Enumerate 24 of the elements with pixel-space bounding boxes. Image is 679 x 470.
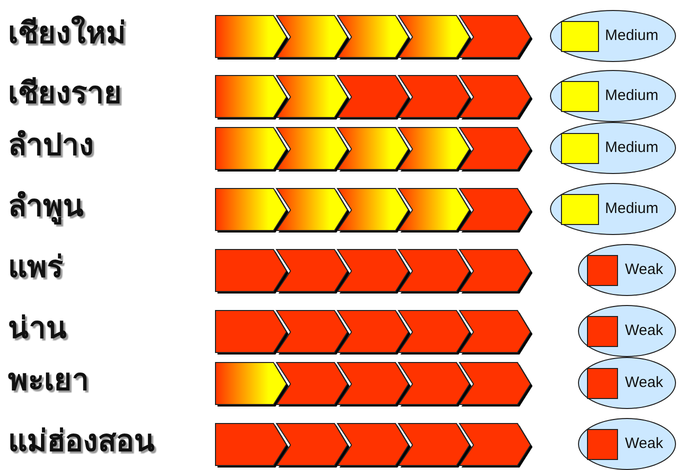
status-label: Weak (625, 261, 664, 279)
color-swatch (587, 429, 618, 460)
province-name: เชียงใหม่ (8, 16, 126, 52)
status-label: Weak (625, 435, 664, 453)
color-swatch (587, 368, 618, 399)
status-label: Weak (625, 374, 664, 392)
province-name: แพร่ (8, 250, 63, 286)
status-label: Medium (605, 139, 658, 157)
color-swatch (587, 316, 618, 347)
province-name: ลำปาง (8, 128, 94, 164)
status-label: Medium (605, 27, 658, 45)
color-swatch (561, 81, 599, 112)
color-swatch (561, 194, 599, 225)
status-label: Medium (605, 200, 658, 218)
status-label: Medium (605, 87, 658, 105)
province-name: แม่ฮ่องสอน (8, 424, 155, 460)
province-name: น่าน (8, 311, 67, 347)
color-swatch (561, 21, 599, 52)
color-swatch (561, 133, 599, 164)
province-name: เชียงราย (8, 76, 122, 112)
status-label: Weak (625, 322, 664, 340)
province-name: ลำพูน (8, 189, 84, 225)
color-swatch (587, 255, 618, 286)
province-name: พะเยา (8, 363, 89, 399)
